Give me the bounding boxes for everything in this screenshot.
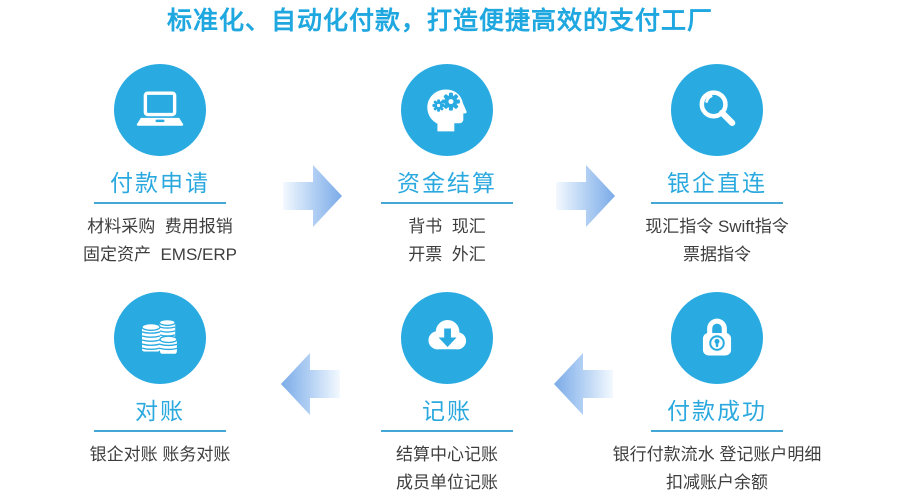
magnifier-icon <box>671 64 763 156</box>
stage-payment-success: 付款成功 银行付款流水 登记账户明细 扣减账户余额 <box>567 292 867 497</box>
stage-title: 对账 <box>135 398 185 424</box>
page-title: 标准化、自动化付款，打造便捷高效的支付工厂 <box>166 7 713 35</box>
stage-bookkeeping: 记账 结算中心记账 成员单位记账 <box>297 292 597 497</box>
stage-fund-settlement: 资金结算 背书 现汇 开票 外汇 <box>297 64 597 269</box>
stage-description: 结算中心记账 成员单位记账 <box>396 441 498 497</box>
stage-underline <box>94 202 226 204</box>
stage-title: 付款申请 <box>110 170 210 196</box>
cloud-download-icon <box>401 292 493 384</box>
stage-payment-request: 付款申请 材料采购 费用报销 固定资产 EMS/ERP <box>10 64 310 269</box>
stage-title: 付款成功 <box>667 398 767 424</box>
laptop-icon <box>114 64 206 156</box>
stage-title: 资金结算 <box>397 170 497 196</box>
desc-line: 票据指令 <box>683 245 751 264</box>
head-gears-icon <box>401 64 493 156</box>
stage-reconciliation: 对账 银企对账 账务对账 <box>10 292 310 469</box>
flow-arrow-left-icon <box>554 353 613 415</box>
flow-arrow-right-icon <box>283 165 342 227</box>
desc-line: 成员单位记账 <box>396 473 498 492</box>
desc-line: 固定资产 EMS/ERP <box>83 245 237 264</box>
stage-title: 记账 <box>422 398 472 424</box>
stage-description: 银行付款流水 登记账户明细 扣减账户余额 <box>613 441 822 497</box>
stage-underline <box>381 430 513 432</box>
stage-description: 现汇指令 Swift指令 票据指令 <box>645 213 789 269</box>
stage-description: 背书 现汇 开票 外汇 <box>408 213 485 269</box>
stage-title: 银企直连 <box>667 170 767 196</box>
stage-bank-direct-link: 银企直连 现汇指令 Swift指令 票据指令 <box>567 64 867 269</box>
stage-description: 银企对账 账务对账 <box>90 441 231 469</box>
desc-line: 现汇指令 Swift指令 <box>645 217 789 236</box>
lock-icon <box>671 292 763 384</box>
desc-line: 材料采购 费用报销 <box>87 217 233 236</box>
desc-line: 扣减账户余额 <box>665 473 768 492</box>
desc-line: 开票 外汇 <box>408 245 486 264</box>
stage-underline <box>381 202 513 204</box>
flow-arrow-left-icon <box>281 353 340 415</box>
flow-arrow-right-icon <box>556 165 615 227</box>
desc-line: 银企对账 账务对账 <box>89 445 231 464</box>
stage-description: 材料采购 费用报销 固定资产 EMS/ERP <box>83 213 237 269</box>
desc-line: 背书 现汇 <box>408 217 486 236</box>
stage-underline <box>651 202 783 204</box>
coins-icon <box>114 292 206 384</box>
stage-underline <box>651 430 783 432</box>
stage-underline <box>94 430 226 432</box>
desc-line: 结算中心记账 <box>396 445 498 464</box>
desc-line: 银行付款流水 登记账户明细 <box>612 445 822 464</box>
